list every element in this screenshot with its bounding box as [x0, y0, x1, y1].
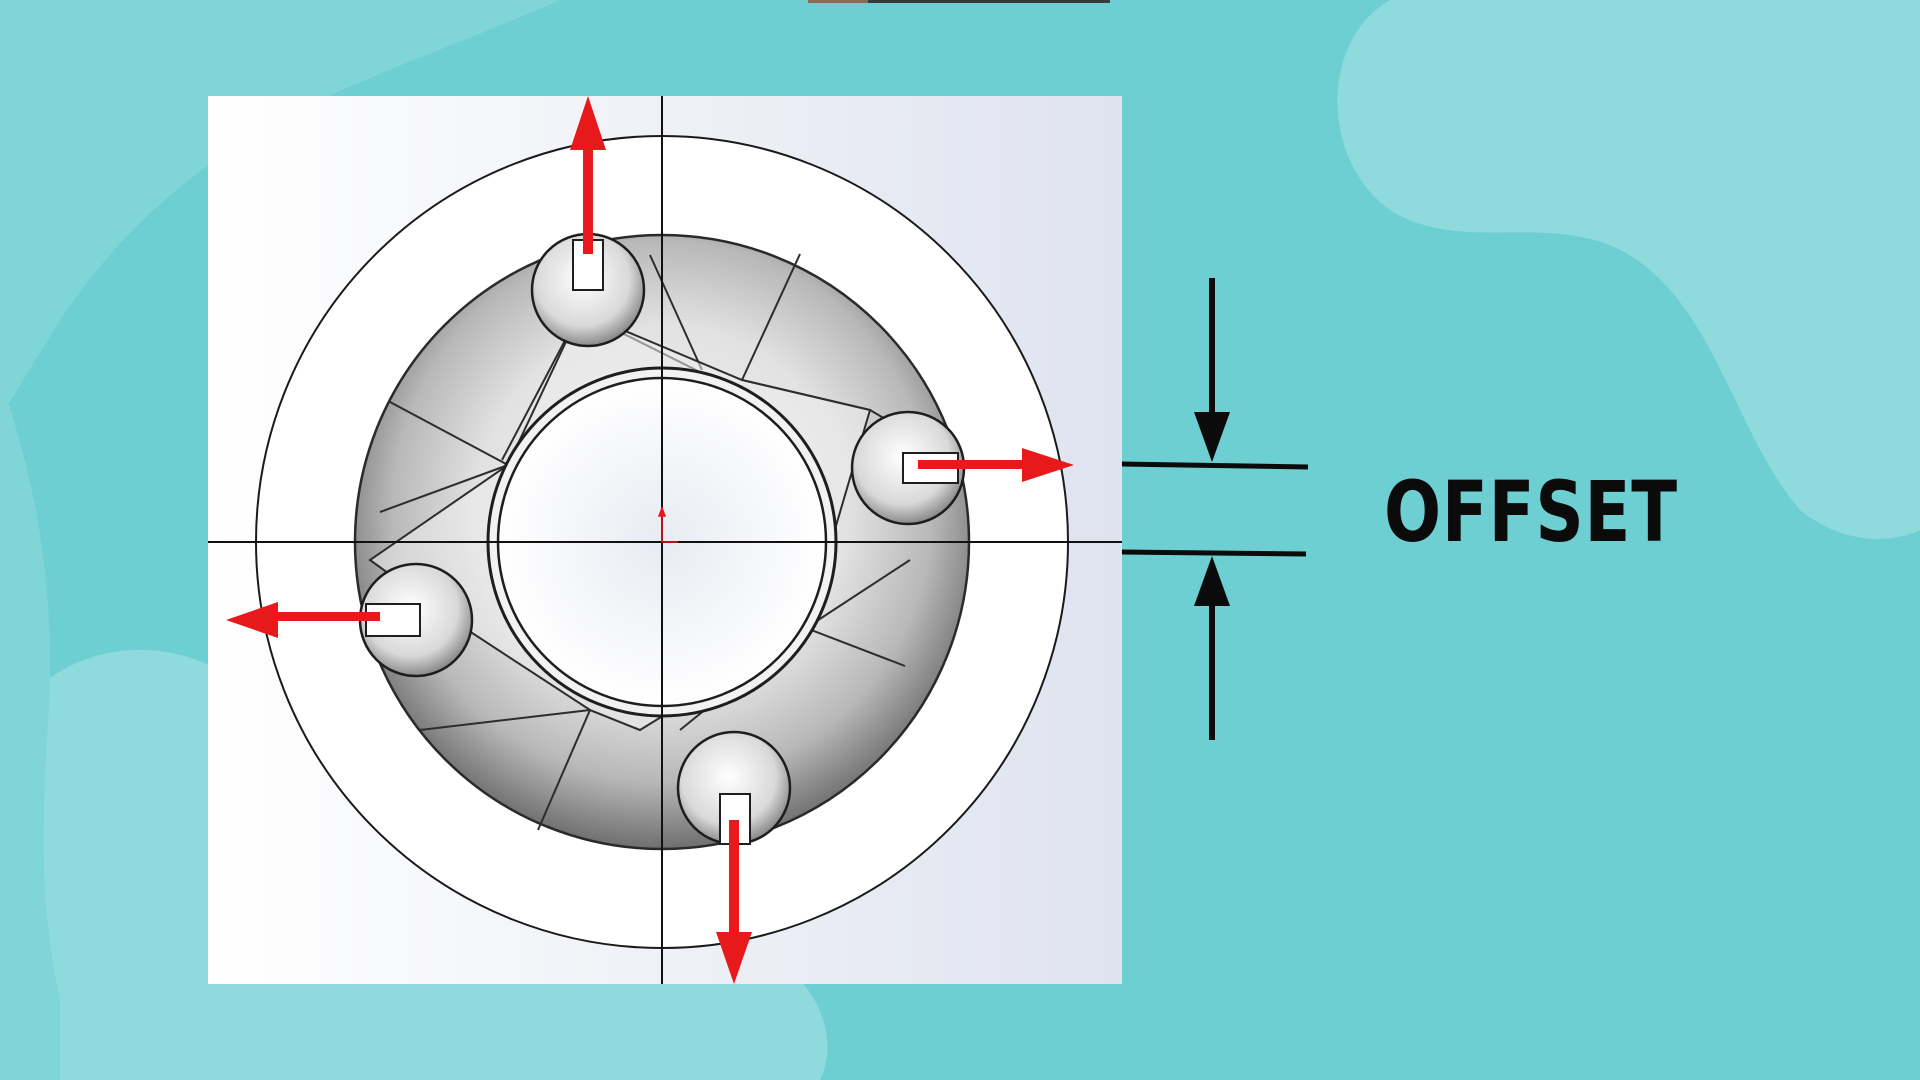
boss-right: [850, 410, 966, 526]
origin-marker: [657, 505, 678, 543]
boss-left: [358, 562, 474, 678]
arrow-up-icon: [570, 96, 606, 254]
blob-left-edge: [0, 380, 60, 1080]
offset-label: OFFSET: [1384, 463, 1678, 561]
blob-top-left: [0, 0, 560, 420]
offset-extension-line-top: [1121, 461, 1309, 470]
arrow-right-icon: [918, 448, 1074, 482]
offset-extension-line-bottom: [1121, 549, 1307, 557]
blob-top-right: [1337, 0, 1920, 539]
top-divider: [808, 0, 1110, 3]
boss-bottom: [676, 730, 792, 846]
arrow-down-icon: [716, 820, 752, 984]
dimension-arrow-down-icon: [1194, 278, 1230, 462]
top-divider-accent: [808, 0, 868, 3]
arrow-left-icon: [226, 602, 380, 638]
dimension-arrow-up-icon: [1194, 556, 1230, 740]
